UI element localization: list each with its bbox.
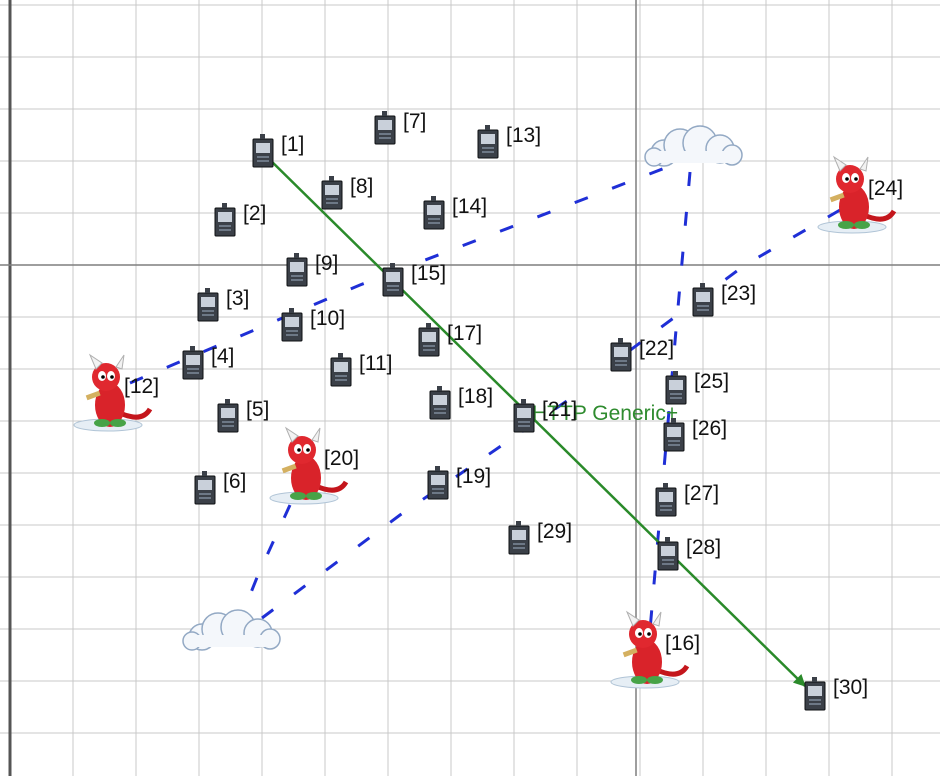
node-29[interactable]: [29] [509,520,572,554]
node-label: [19] [456,465,491,488]
node-23[interactable]: [23] [693,282,756,316]
node-label: [8] [350,175,373,198]
node-label: [4] [211,345,234,368]
server-icon [195,471,215,504]
node-12[interactable]: [12] [74,355,159,431]
node-16[interactable]: [16] [611,612,700,688]
server-icon [514,399,534,432]
node-3[interactable]: [3] [198,287,249,321]
server-icon [215,203,235,236]
server-icon [287,253,307,286]
node-label: [5] [246,398,269,421]
server-icon [611,338,631,371]
node-label: [29] [537,520,572,543]
cloud-icon [645,126,742,166]
node-2[interactable]: [2] [215,202,266,236]
node-label: [11] [359,352,392,375]
node-9[interactable]: [9] [287,252,338,286]
node-label: [23] [721,282,756,305]
node-label: [1] [281,133,304,156]
node-label: [17] [447,322,482,345]
server-icon [375,111,395,144]
node-1[interactable]: [1] [253,133,304,167]
node-label: [3] [226,287,249,310]
node-24[interactable]: [24] [818,157,903,233]
node-10[interactable]: [10] [282,307,345,341]
node-20[interactable]: [20] [270,428,359,504]
server-icon [664,418,684,451]
node-label: [21] [542,398,577,421]
server-icon [322,176,342,209]
server-icon [428,466,448,499]
server-icon [658,537,678,570]
server-icon [693,283,713,316]
node-19[interactable]: [19] [428,465,491,499]
node-label: [6] [223,470,246,493]
node-26[interactable]: [26] [664,417,727,451]
node-21[interactable]: [21] [514,398,577,432]
node-27[interactable]: [27] [656,482,719,516]
node-18[interactable]: [18] [430,385,493,419]
node-label: [25] [694,370,729,393]
node-30[interactable]: [30] [805,676,868,710]
node-label: [20] [324,447,359,470]
node-25[interactable]: [25] [666,370,729,404]
node-label: [16] [665,632,700,655]
server-icon [419,323,439,356]
node-label: [26] [692,417,727,440]
node-15[interactable]: [15] [383,262,446,296]
node-11[interactable]: [11] [331,352,392,386]
node-13[interactable]: [13] [478,124,541,158]
node-22[interactable]: [22] [611,337,674,371]
node-label: [2] [243,202,266,225]
server-icon [430,386,450,419]
server-icon [509,521,529,554]
node-label: [15] [411,262,446,285]
node-label: [14] [452,195,487,218]
nodes-layer[interactable]: [1] [2] [3] [4] [5] [6] [7] [8] [9] [10] [11] [12] [… [74,110,903,710]
tunnel-link-20-cloud-b[interactable] [240,505,290,620]
node-label: [13] [506,124,541,147]
server-icon [424,196,444,229]
server-icon [656,483,676,516]
server-icon [331,353,351,386]
node-label: [22] [639,337,674,360]
node-label: [24] [868,177,903,200]
node-label: [30] [833,676,868,699]
node-7[interactable]: [7] [375,110,426,144]
node-cloud-a[interactable] [645,126,742,166]
node-14[interactable]: [14] [424,195,487,229]
node-28[interactable]: [28] [658,536,721,570]
node-label: [28] [686,536,721,559]
server-icon [383,263,403,296]
node-label: [27] [684,482,719,505]
server-icon [805,677,825,710]
server-icon [198,288,218,321]
node-label: [9] [315,252,338,275]
server-icon [218,399,238,432]
node-label: [7] [403,110,426,133]
server-icon [666,371,686,404]
server-icon [183,346,203,379]
node-label: [18] [458,385,493,408]
node-6[interactable]: [6] [195,470,246,504]
server-icon [282,308,302,341]
node-label: [12] [124,375,159,398]
node-8[interactable]: [8] [322,175,373,209]
node-label: [10] [310,307,345,330]
server-icon [253,134,273,167]
server-icon [478,125,498,158]
